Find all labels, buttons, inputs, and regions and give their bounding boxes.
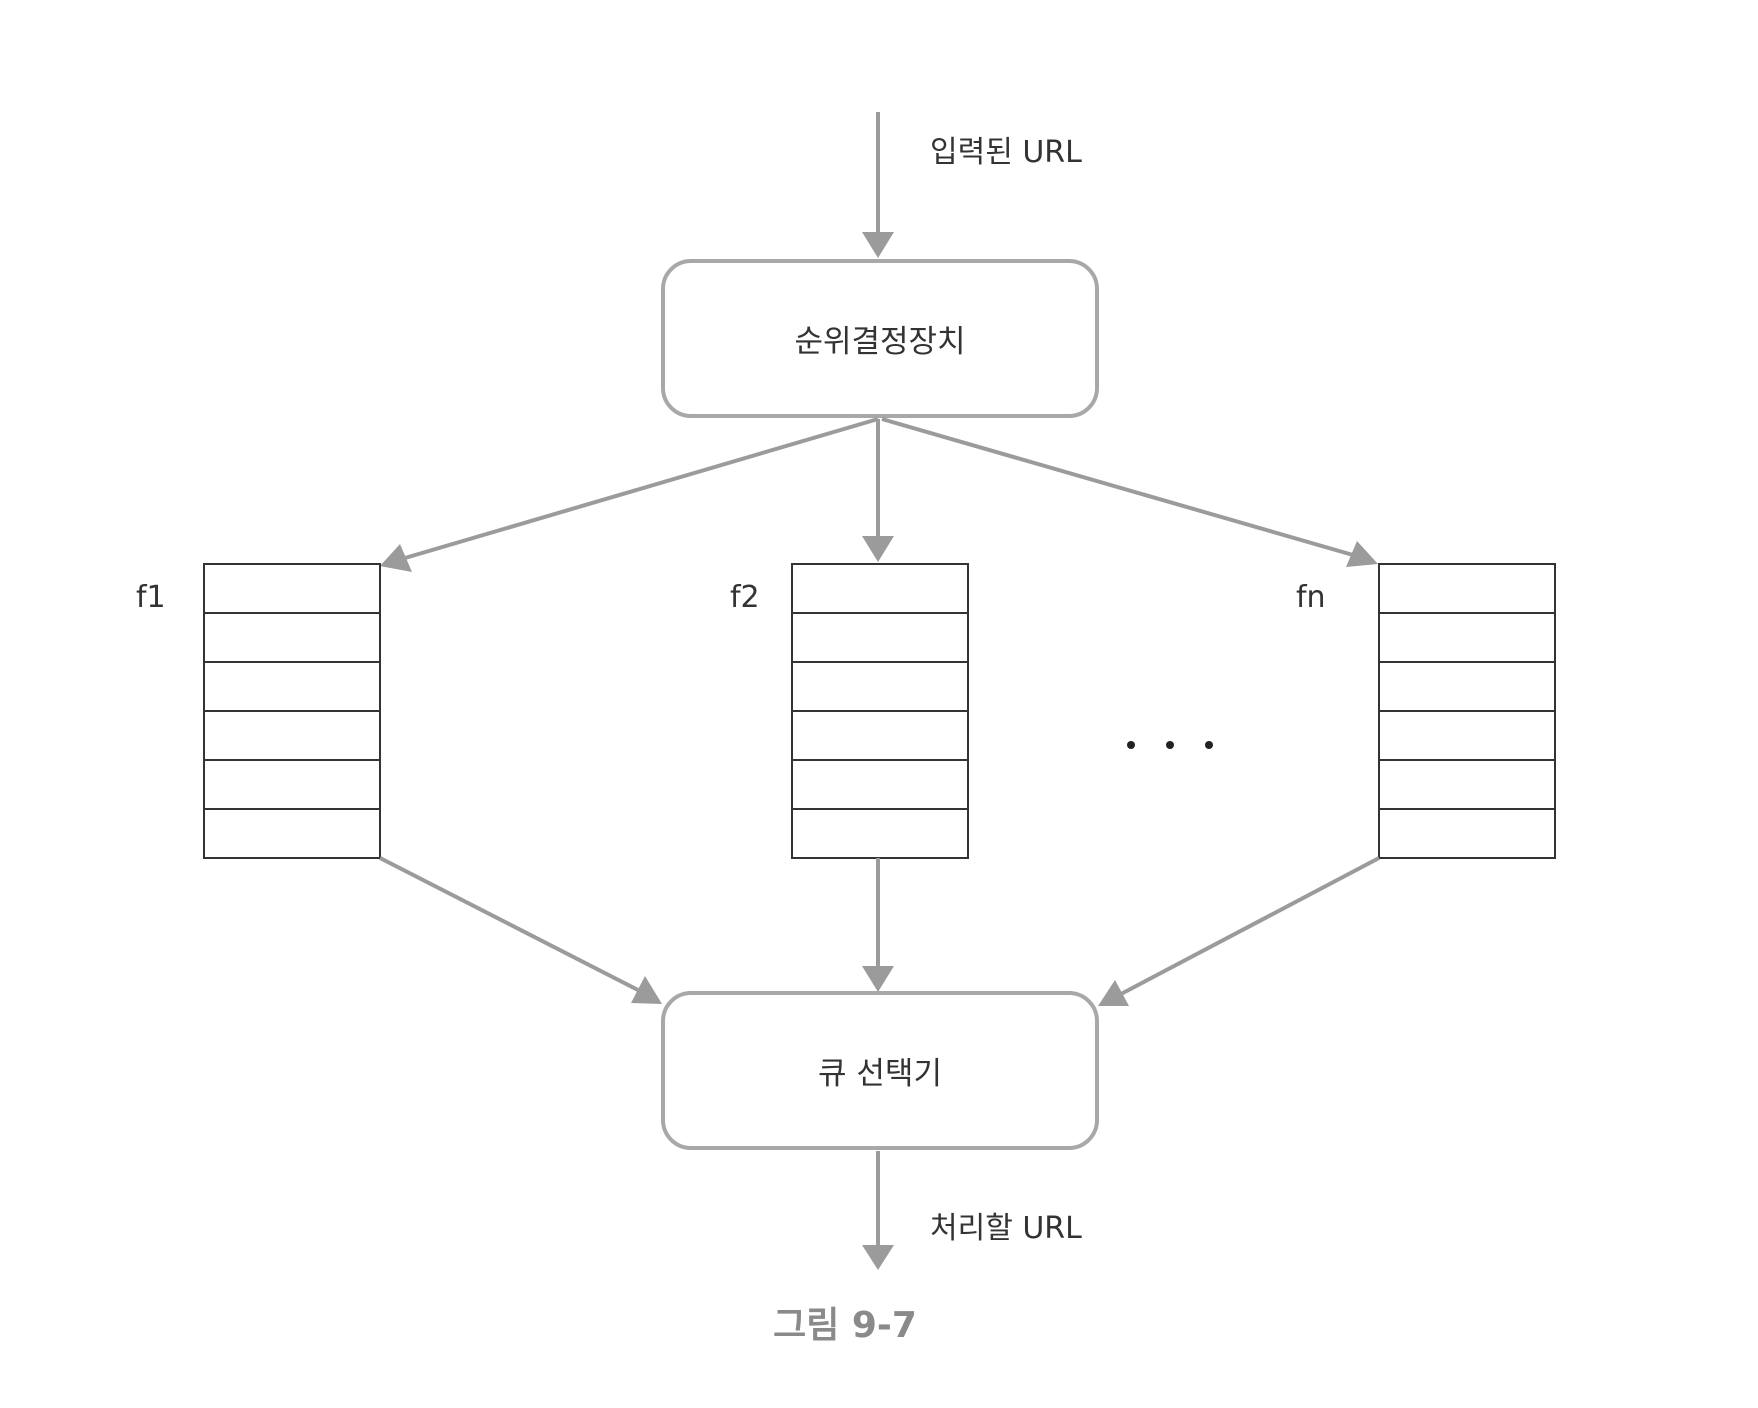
figure-caption: 그림 9-7: [773, 1305, 917, 1346]
queue-cell: [203, 710, 381, 761]
queue-cell: [203, 759, 381, 810]
queue-cell: [791, 612, 969, 663]
arrowhead-from-fn: [1098, 980, 1129, 1006]
arrow-prioritizer-to-f1: [404, 417, 879, 560]
queue-cell: [203, 563, 381, 614]
arrowhead-to-f2: [862, 536, 894, 562]
prioritizer-label: 순위결정장치: [794, 324, 965, 360]
queue-cell: [1378, 808, 1556, 859]
queue-label-f1: f1: [136, 580, 166, 615]
ellipsis-dot: [1127, 741, 1135, 749]
output-url-label: 처리할 URL: [930, 1211, 1082, 1246]
arrowhead-to-f1: [380, 544, 412, 572]
ellipsis-dot: [1166, 741, 1174, 749]
arrow-f1-to-selector: [379, 856, 641, 993]
queue-cell: [1378, 661, 1556, 712]
arrow-prioritizer-to-fn: [881, 417, 1354, 557]
queue-cell: [1378, 563, 1556, 614]
queue-cell: [203, 661, 381, 712]
queue-label-f2: f2: [730, 580, 760, 615]
queue-cell: [791, 710, 969, 761]
queue-cell: [1378, 759, 1556, 810]
prioritizer-box: [661, 259, 1099, 418]
queue-selector-label: 큐 선택기: [818, 1056, 942, 1092]
arrowhead-to-fn: [1346, 541, 1378, 567]
input-url-label: 입력된 URL: [930, 135, 1082, 170]
queue-selector-box: [661, 991, 1099, 1150]
arrowhead-from-f2: [862, 966, 894, 992]
queue-label-fn: fn: [1296, 580, 1326, 615]
queue-cell: [791, 661, 969, 712]
arrow-fn-to-selector: [1120, 856, 1380, 996]
ellipsis-dot: [1205, 741, 1213, 749]
queue-cell: [1378, 710, 1556, 761]
queue-cell: [1378, 612, 1556, 663]
queue-cell: [791, 759, 969, 810]
queue-cell: [203, 612, 381, 663]
queue-fn: fn: [1296, 563, 1556, 859]
queue-f1: f1: [136, 563, 381, 859]
queue-selector-node: 큐 선택기: [661, 991, 1099, 1150]
queue-cell: [203, 808, 381, 859]
input-arrowhead: [862, 232, 894, 258]
prioritizer-node: 순위결정장치: [661, 259, 1099, 418]
ellipsis: . . .: [1127, 741, 1213, 749]
queue-cell: [791, 808, 969, 859]
queue-cell: [791, 563, 969, 614]
queue-f2: f2: [730, 563, 969, 859]
arrowhead-from-f1: [631, 976, 662, 1004]
output-arrowhead: [862, 1245, 894, 1270]
